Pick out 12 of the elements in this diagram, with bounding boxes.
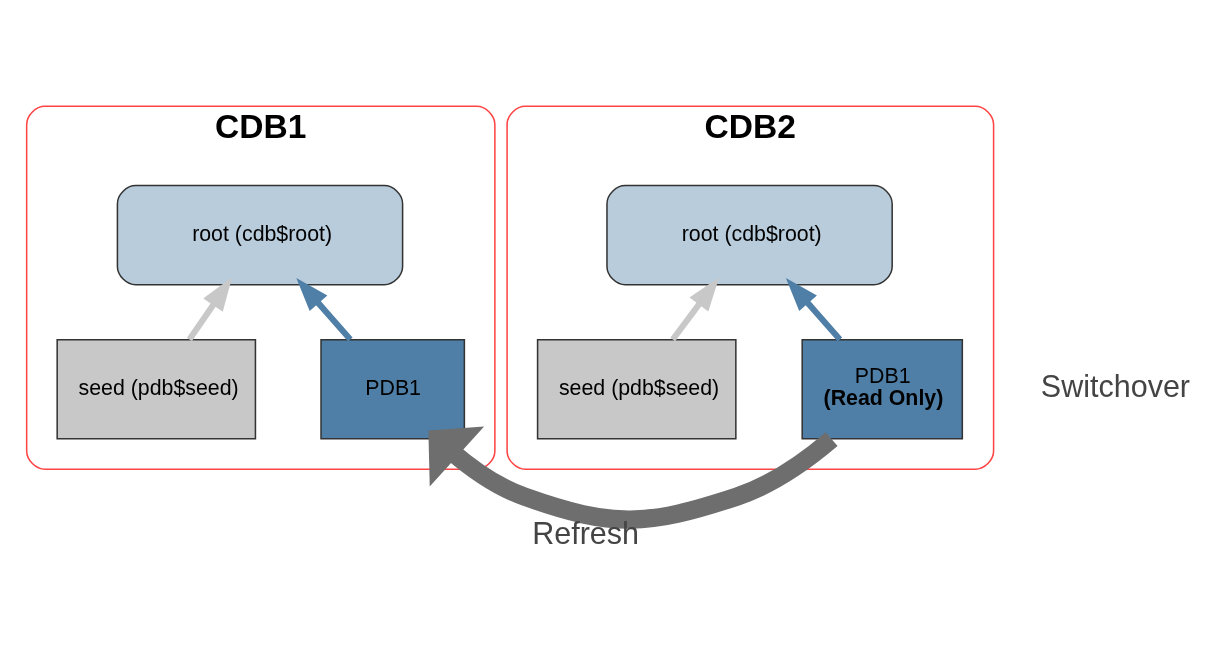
- arrow: [670, 277, 720, 342]
- node-box: PDB1: [320, 338, 466, 440]
- arrow: [186, 277, 233, 342]
- arrow: [785, 278, 843, 342]
- arrow: [428, 426, 838, 529]
- node-box: seed (pdb$seed): [56, 338, 257, 440]
- node-box: seed (pdb$seed): [536, 338, 737, 440]
- node-box: PDB1 (Read Only): [801, 338, 964, 440]
- node-box: root (cdb$root): [116, 184, 404, 286]
- label: Switchover: [1040, 368, 1191, 403]
- node-box: root (cdb$root): [606, 184, 893, 286]
- arrow: [296, 278, 353, 342]
